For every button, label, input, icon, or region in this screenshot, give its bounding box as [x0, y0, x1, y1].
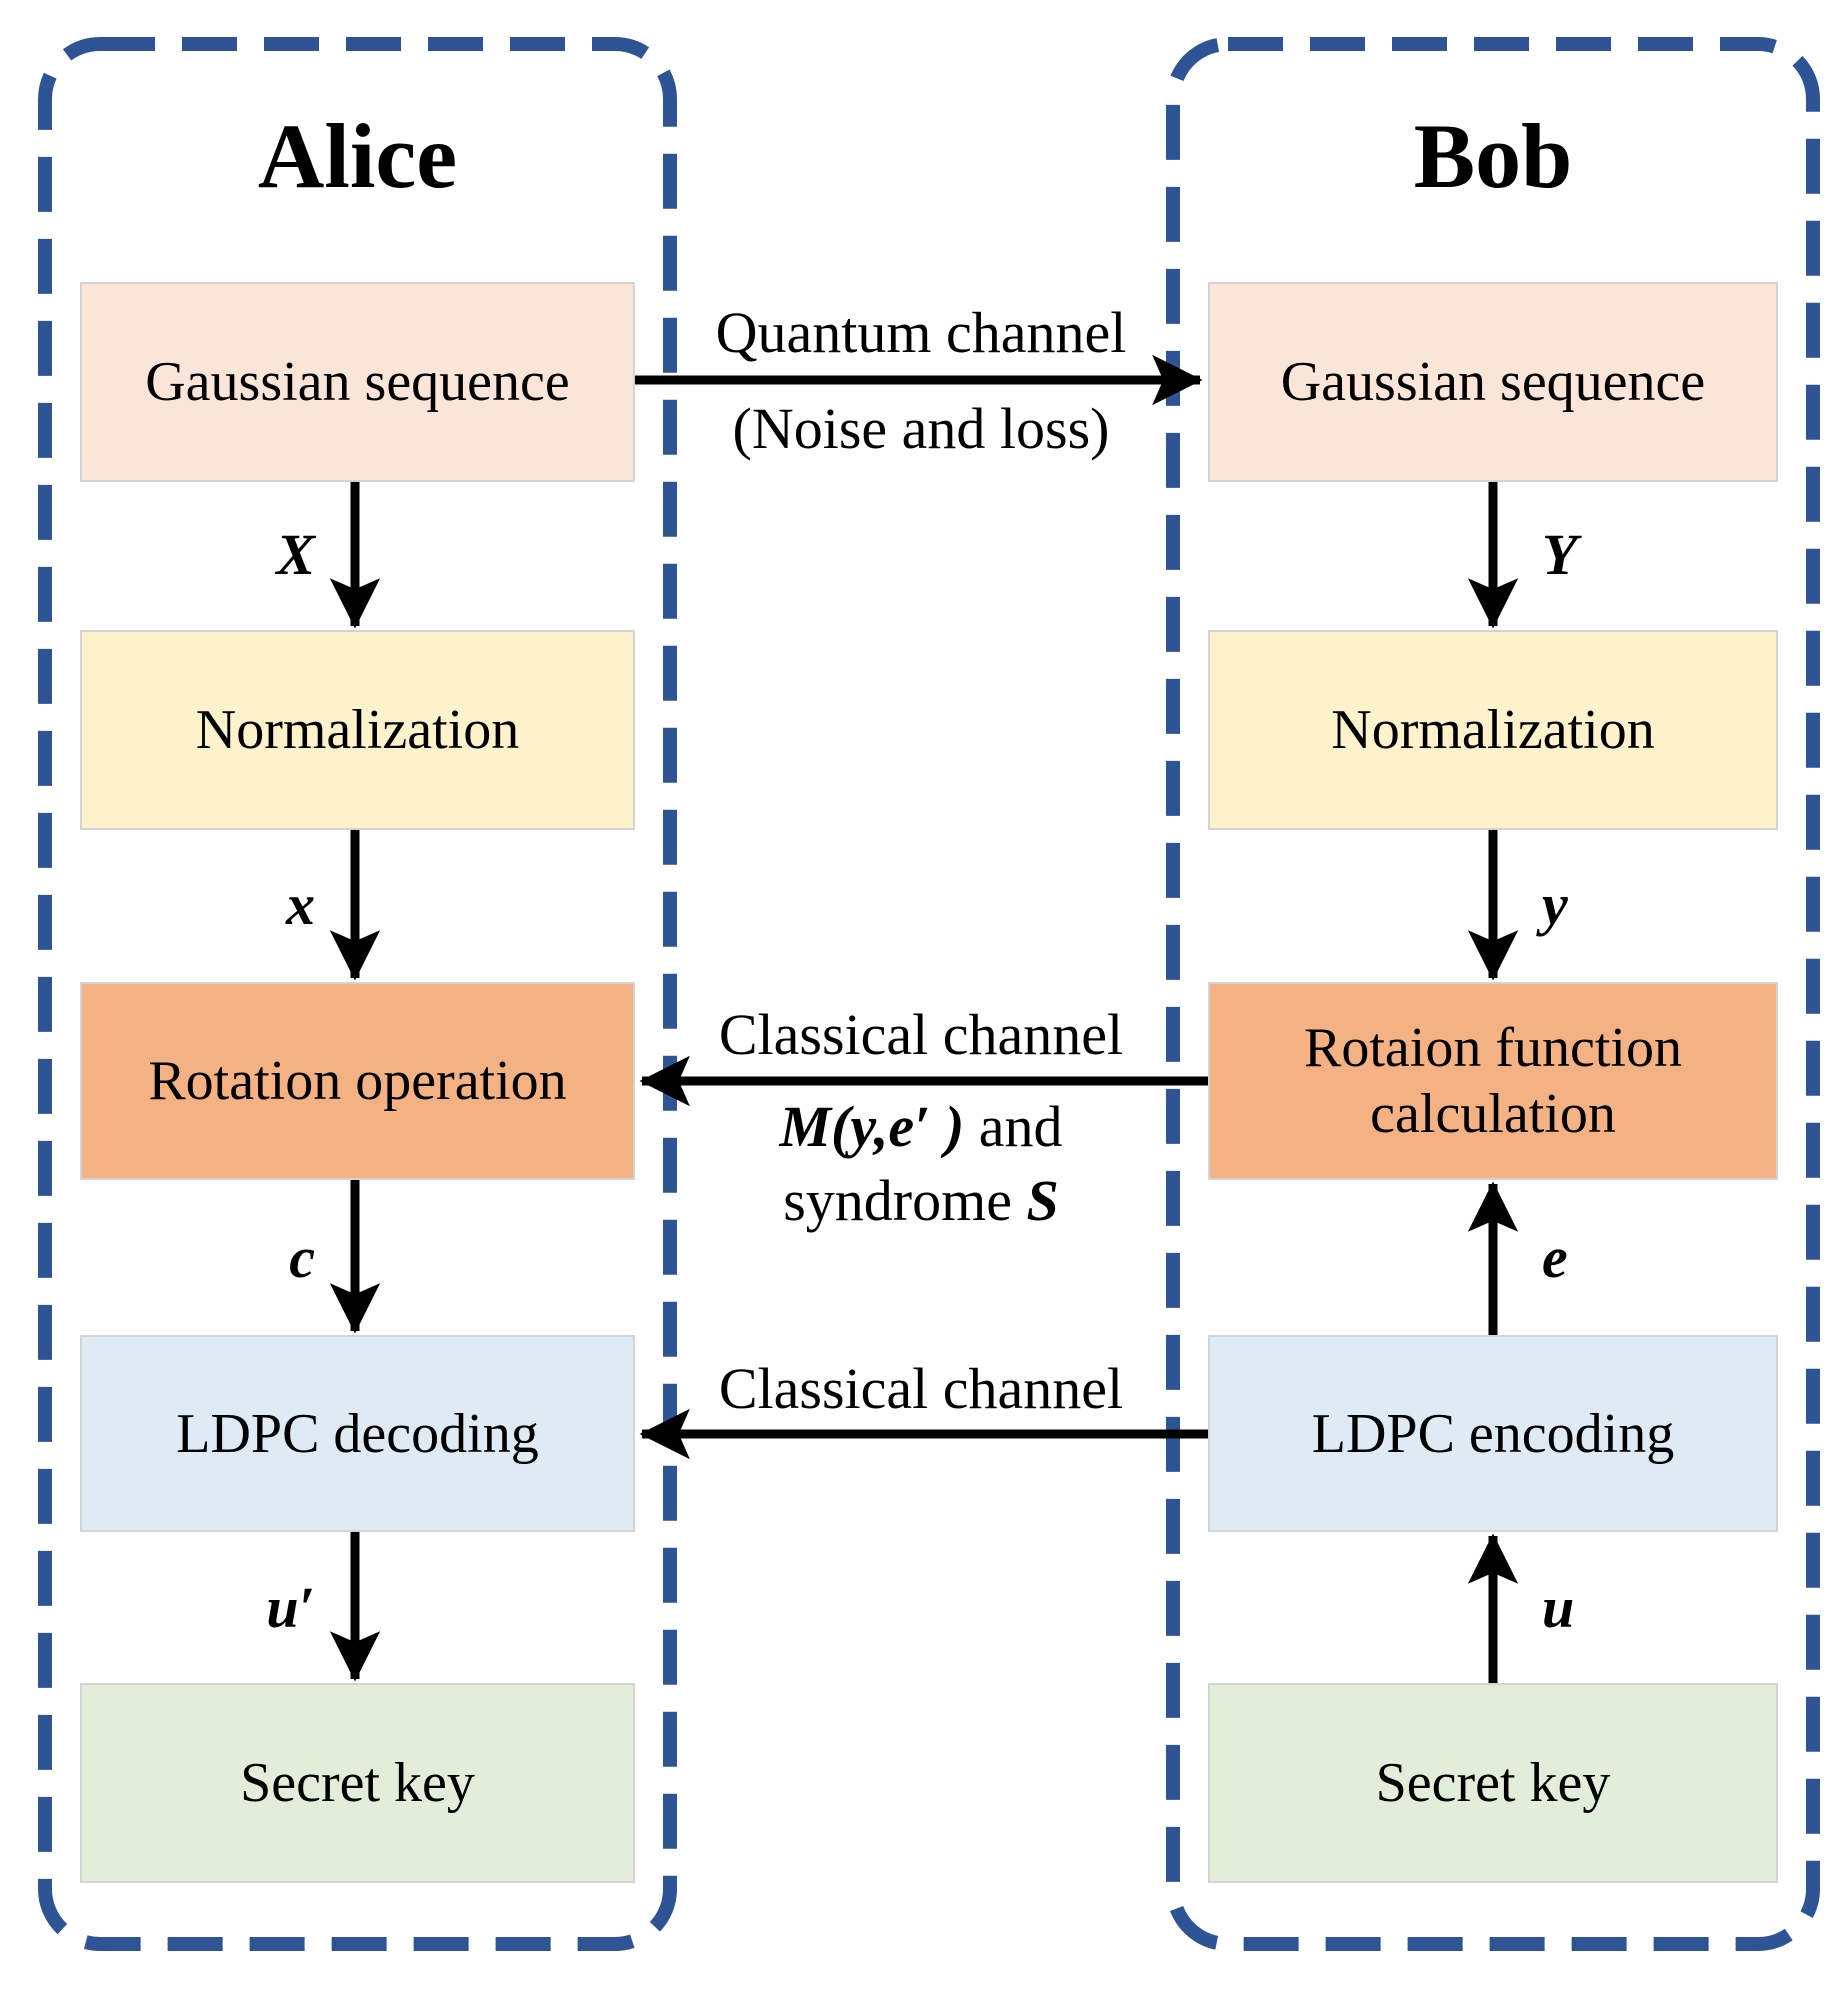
box-alice-rotation-operation: Rotation operation — [80, 982, 635, 1180]
box-bob-rotation-function-calculation: Rotaion function calculation — [1208, 982, 1778, 1180]
box-alice-normalization: Normalization — [80, 630, 635, 830]
box-bob-ldpc-encoding: LDPC encoding — [1208, 1335, 1778, 1532]
box-alice-normalization-label: Normalization — [195, 699, 520, 761]
classical-channel-rotation-title: Classical channel — [718, 1002, 1124, 1067]
box-bob-normalization: Normalization — [1208, 630, 1778, 830]
syndrome-prefix: syndrome — [783, 1168, 1027, 1233]
alice-title: Alice — [257, 105, 458, 207]
box-alice-rotation-operation-label: Rotation operation — [148, 1050, 567, 1112]
label-bob-y: y — [1542, 872, 1568, 937]
box-bob-secret-key-label: Secret key — [1375, 1752, 1611, 1814]
syndrome-symbol: S — [1026, 1168, 1059, 1233]
alice-panel-border — [38, 37, 677, 1951]
bob-panel-border — [1166, 37, 1820, 1951]
quantum-channel-title: Quantum channel — [715, 300, 1127, 365]
label-alice-c: c — [289, 1225, 315, 1290]
box-bob-gaussian-sequence: Gaussian sequence — [1208, 282, 1778, 482]
box-alice-secret-key-label: Secret key — [240, 1752, 475, 1814]
label-alice-X: X — [276, 522, 315, 587]
classical-channel-ldpc-title: Classical channel — [718, 1356, 1124, 1421]
label-bob-u: u — [1542, 1575, 1575, 1640]
box-bob-normalization-label: Normalization — [1331, 699, 1655, 761]
box-bob-rotation-function-calculation-label: Rotaion function calculation — [1304, 1017, 1682, 1145]
classical-channel-rotation-syndrome-line: syndrome S — [621, 1168, 1221, 1234]
rotation-formula: M(y,e′ ) — [779, 1094, 965, 1159]
box-bob-ldpc-encoding-label: LDPC encoding — [1311, 1402, 1675, 1465]
label-bob-Y: Y — [1542, 522, 1578, 587]
rotation-formula-suffix: and — [964, 1094, 1063, 1159]
label-alice-x: x — [286, 872, 315, 937]
box-alice-gaussian-sequence-label: Gaussian sequence — [145, 351, 570, 413]
label-bob-e: e — [1542, 1225, 1568, 1290]
quantum-channel-subtitle: (Noise and loss) — [732, 396, 1110, 461]
bob-title: Bob — [1413, 105, 1573, 207]
label-alice-u-prime: u′ — [266, 1575, 315, 1640]
box-alice-secret-key: Secret key — [80, 1683, 635, 1883]
box-bob-gaussian-sequence-label: Gaussian sequence — [1280, 351, 1706, 413]
box-bob-secret-key: Secret key — [1208, 1683, 1778, 1883]
box-alice-ldpc-decoding: LDPC decoding — [80, 1335, 635, 1532]
box-alice-gaussian-sequence: Gaussian sequence — [80, 282, 635, 482]
classical-channel-rotation-formula-line: M(y,e′ ) and — [621, 1094, 1221, 1160]
box-alice-ldpc-decoding-label: LDPC decoding — [176, 1402, 539, 1465]
